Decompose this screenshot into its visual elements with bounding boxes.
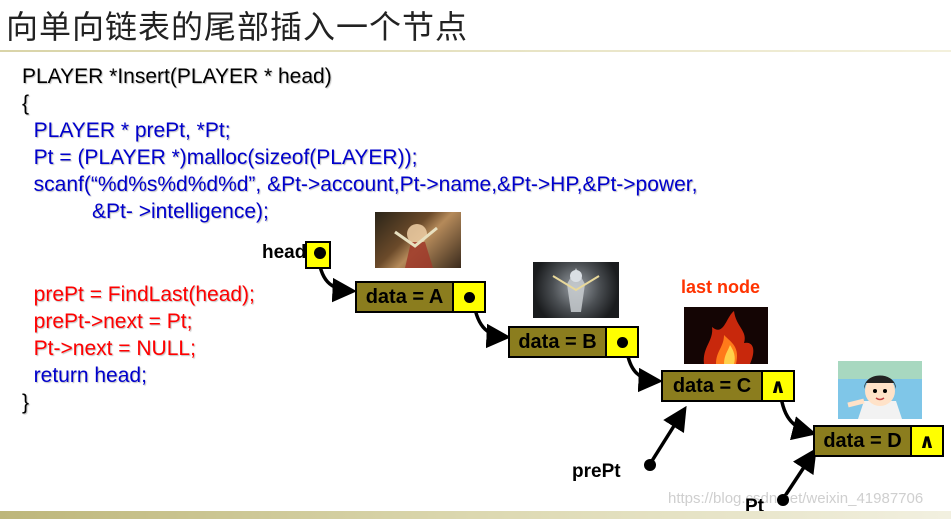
- code-line: &Pt- >intelligence);: [22, 200, 269, 223]
- Pt-dot: [777, 494, 789, 506]
- node-data: data = C: [663, 372, 763, 400]
- title-divider: [0, 50, 951, 52]
- watermark: https://blog.csdn.net/weixin_41987706: [668, 490, 924, 507]
- code-line: Pt = (PLAYER *)malloc(sizeof(PLAYER));: [22, 146, 418, 169]
- node-data: data = B: [510, 328, 607, 356]
- node-next-pointer: [607, 328, 637, 356]
- node-next-pointer: [454, 283, 484, 311]
- warrior-thumbnail: [375, 212, 461, 268]
- fire-demon-thumbnail: [684, 307, 768, 364]
- fire-figure-icon: [703, 311, 754, 364]
- prePt-to-C-arrow: [648, 405, 687, 465]
- code-line: Pt->next = NULL;: [22, 337, 196, 360]
- node-data: data = A: [357, 283, 454, 311]
- code-line: PLAYER *Insert(PLAYER * head): [22, 65, 332, 88]
- list-node-A: data = A: [355, 281, 486, 313]
- cartoon-girl-thumbnail: [838, 361, 922, 419]
- code-line: }: [22, 391, 30, 414]
- code-line: return head;: [22, 364, 147, 387]
- pointer-dot: [463, 291, 475, 303]
- pointer-dot: [616, 336, 628, 348]
- code-line: prePt->next = Pt;: [22, 310, 193, 333]
- code-line: PLAYER * prePt, *Pt;: [22, 119, 231, 142]
- footer-bar: [0, 511, 951, 519]
- cartoon-girl-icon: [838, 361, 922, 419]
- code-line: prePt = FindLast(head);: [22, 283, 255, 306]
- head-pointer-dot: [314, 247, 326, 259]
- prePt-dot: [644, 459, 656, 471]
- code-line: scanf(“%d%s%d%d%d”, &Pt->account,Pt->nam…: [22, 173, 698, 196]
- node-data: data = D: [815, 427, 912, 455]
- warrior-figure-icon: [394, 224, 438, 268]
- code-line: {: [22, 92, 30, 115]
- armored-knight-thumbnail: [533, 262, 619, 318]
- null-pointer: ∧: [763, 372, 793, 400]
- list-node-C: data = C ∧: [661, 370, 795, 402]
- prePt-label: prePt: [572, 461, 621, 482]
- list-node-D: data = D ∧: [813, 425, 944, 457]
- last-node-label: last node: [681, 277, 761, 297]
- list-node-B: data = B: [508, 326, 639, 358]
- head-label: head: [262, 242, 307, 263]
- page-title: 向单向链表的尾部插入一个节点: [6, 8, 469, 46]
- Pt-to-D-arrow: [781, 447, 817, 500]
- knight-figure-icon: [552, 268, 600, 312]
- null-pointer: ∧: [912, 427, 942, 455]
